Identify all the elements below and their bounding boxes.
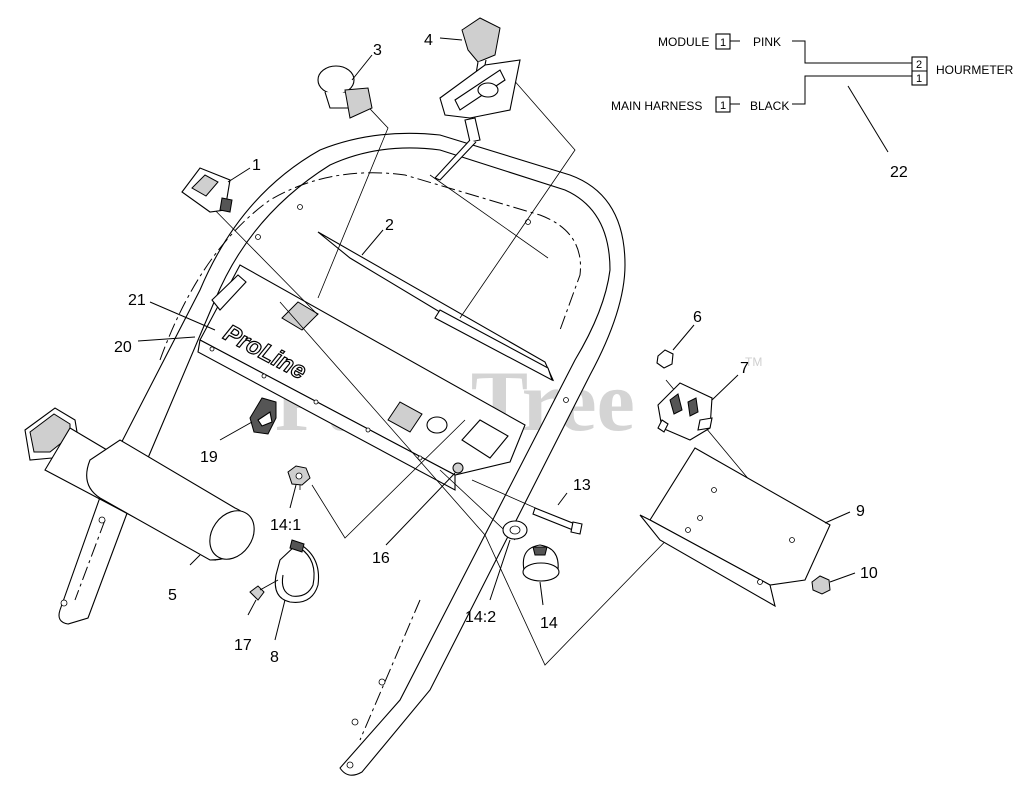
- nut-10: [811, 575, 831, 595]
- grip-tube: [24, 407, 255, 561]
- callout-21: 21: [128, 292, 146, 309]
- wire-harness-color: BLACK: [750, 99, 789, 113]
- callout-9: 9: [856, 503, 865, 520]
- mounting-bracket-9: [639, 447, 831, 608]
- callout-3: 3: [373, 42, 382, 59]
- callout-2: 2: [385, 217, 394, 234]
- callout-leaders: [137, 37, 856, 641]
- control-panel: ProLine: [197, 264, 526, 491]
- callout-6: 6: [693, 309, 702, 326]
- relay-7: [657, 382, 713, 441]
- throttle-lever-part: [434, 17, 521, 181]
- bolt-6: [656, 349, 674, 369]
- callout-numbers: 1 2 3 4 5 6 7 8 9 10 13 14 14:2 14:1 16 …: [114, 32, 908, 666]
- wire-harness-pin: 1: [720, 100, 726, 112]
- callout-4: 4: [424, 32, 433, 49]
- wire-harness-label: MAIN HARNESS: [611, 99, 702, 113]
- handle-frame: [58, 132, 626, 776]
- switch-14: [502, 520, 560, 582]
- callout-20: 20: [114, 339, 132, 356]
- callout-1: 1: [252, 157, 261, 174]
- wiring-schematic: MODULE 1 PINK MAIN HARNESS 1 BLACK 2 1 H…: [611, 33, 1014, 153]
- callout-14: 14: [540, 615, 558, 632]
- bolt-16: [452, 462, 464, 474]
- callout-14-2: 14:2: [465, 609, 496, 626]
- hose-clamp-8: [274, 539, 320, 603]
- callout-8: 8: [270, 649, 279, 666]
- hourmeter-label: HOURMETER: [936, 63, 1014, 77]
- callout-5: 5: [168, 587, 177, 604]
- callout-22: 22: [890, 164, 908, 181]
- wire-module-color: PINK: [753, 35, 781, 49]
- ignition-key-part: [249, 397, 277, 435]
- hourmeter-pin-bottom: 1: [916, 73, 922, 85]
- nut-14-1: [287, 465, 311, 486]
- hourmeter-part: [181, 167, 233, 213]
- callout-10: 10: [860, 565, 878, 582]
- decal-plate: [317, 231, 555, 382]
- wire-module-pin: 1: [720, 37, 726, 49]
- bolt-13: [532, 507, 583, 535]
- screw-17: [249, 579, 279, 601]
- callout-7: 7: [740, 360, 749, 377]
- callout-16: 16: [372, 550, 390, 567]
- callout-14-1: 14:1: [270, 517, 301, 534]
- mushroom-knob-part: [317, 65, 373, 119]
- callout-17: 17: [234, 637, 252, 654]
- hourmeter-pin-top: 2: [916, 59, 922, 71]
- watermark-trademark: TM: [745, 355, 762, 369]
- callout-19: 19: [200, 449, 218, 466]
- wire-module-label: MODULE: [658, 35, 709, 49]
- callout-13: 13: [573, 477, 591, 494]
